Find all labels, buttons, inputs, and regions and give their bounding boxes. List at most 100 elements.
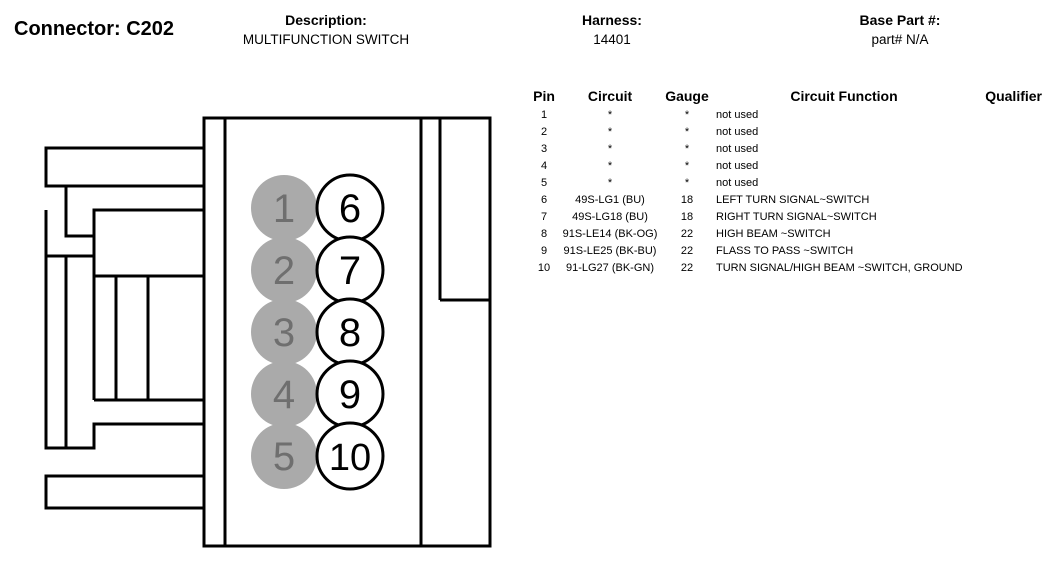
cell-qualifier (972, 123, 1042, 140)
base-part-label: Base Part #: (859, 12, 941, 28)
pin-10: 10 (315, 421, 385, 491)
table-row: 8 91S-LE14 (BK-OG) 22 HIGH BEAM ~SWITCH (530, 225, 1042, 242)
description-label: Description: (285, 12, 367, 28)
cell-circuit: 91S-LE14 (BK-OG) (562, 227, 658, 240)
pin-9: 9 (315, 359, 385, 429)
latch-bottom-inner (64, 420, 204, 450)
cell-circuit: 91-LG27 (BK-GN) (565, 261, 655, 274)
pin-number: 9 (339, 373, 361, 417)
pin-number: 2 (273, 249, 295, 293)
cell-function: FLASS TO PASS ~SWITCH (716, 244, 854, 257)
cell-gauge: * (684, 176, 690, 189)
cell-pin: 2 (540, 125, 548, 138)
cell-gauge: 22 (680, 261, 694, 274)
cell-circuit: * (607, 176, 613, 189)
header-circuit: Circuit (587, 88, 633, 104)
pin-circle (251, 175, 317, 241)
pin-circle (251, 423, 317, 489)
cell-qualifier (972, 140, 1042, 157)
cell-pin: 1 (540, 108, 548, 121)
header-gauge: Gauge (665, 88, 709, 104)
cell-pin: 5 (540, 176, 548, 189)
pin-1: 1 (251, 175, 317, 241)
harness-label: Harness: (582, 12, 642, 28)
cell-function: RIGHT TURN SIGNAL~SWITCH (716, 210, 877, 223)
cell-pin: 6 (540, 193, 548, 206)
cell-qualifier (972, 191, 1042, 208)
pin-7: 7 (315, 235, 385, 305)
latch-top-arm (44, 146, 204, 188)
pin-number: 1 (273, 187, 295, 231)
cell-pin: 3 (540, 142, 548, 155)
pin-number: 8 (339, 311, 361, 355)
header-function: Circuit Function (790, 88, 898, 104)
cell-qualifier (972, 106, 1042, 123)
cell-circuit: 91S-LE25 (BK-BU) (563, 244, 657, 257)
cell-pin: 10 (537, 261, 551, 274)
cell-pin: 8 (540, 227, 548, 240)
pin-number: 6 (339, 187, 361, 231)
table-row: 1 * * not used (530, 106, 1042, 123)
cell-function: not used (716, 176, 759, 189)
pin-6: 6 (315, 173, 385, 243)
cell-pin: 9 (540, 244, 548, 257)
cell-pin: 4 (540, 159, 548, 172)
description-value: MULTIFUNCTION SWITCH (242, 32, 410, 47)
cell-gauge: 22 (680, 227, 694, 240)
pin-circle (315, 421, 385, 491)
latch-top-inner (64, 186, 204, 238)
table-row: 4**not used (530, 157, 1042, 174)
pin-8: 8 (315, 297, 385, 367)
pin-circle (251, 361, 317, 427)
cell-circuit: * (607, 159, 613, 172)
pin-5: 5 (251, 423, 317, 489)
pin-table-body: 1 * * not used 2 * * not used 3 * * not used 4 * * not … (530, 106, 1042, 276)
cell-gauge: * (684, 125, 690, 138)
pin-table-header: Pin Circuit Gauge Circuit Function Quali… (530, 88, 1042, 106)
base-part-value: part# N/A (871, 32, 929, 47)
cell-circuit: 49S-LG18 (BU) (572, 210, 648, 223)
cell-function: TURN SIGNAL/HIGH BEAM ~SWITCH, GROUND (716, 261, 963, 274)
cell-circuit: 49S-LG1 (BU) (575, 193, 645, 206)
cell-function: not used (716, 108, 759, 121)
cell-gauge: 18 (680, 193, 694, 206)
pin-number: 5 (273, 435, 295, 479)
cell-qualifier (972, 157, 1042, 174)
cell-function: not used (716, 125, 759, 138)
pin-circle (251, 237, 317, 303)
table-row: 3**not used (530, 140, 1042, 157)
cell-gauge: * (684, 159, 690, 172)
cell-qualifier (972, 208, 1042, 225)
cell-function: LEFT TURN SIGNAL~SWITCH (716, 193, 870, 206)
pin-table: Pin Circuit Gauge Circuit Function Quali… (530, 88, 1042, 276)
cell-function: not used (716, 142, 759, 155)
harness-block: Harness: 14401 (552, 12, 672, 47)
description-block: Description: MULTIFUNCTION SWITCH (220, 12, 432, 47)
base-part-block: Base Part #: part# N/A (830, 12, 970, 47)
pin-number: 7 (339, 249, 361, 293)
connector-housing (44, 116, 492, 548)
cell-gauge: * (684, 108, 690, 121)
pin-number: 10 (329, 437, 371, 479)
latch-bottom-arm (44, 474, 204, 510)
cell-gauge: 22 (680, 244, 694, 257)
pin-2: 2 (251, 237, 317, 303)
cell-qualifier (972, 174, 1042, 191)
cell-qualifier (972, 225, 1042, 242)
table-row: 6 49S-LG1 (BU) 18 LEFT TURN SIGNAL~SWITCH (530, 191, 1042, 208)
latch-body-outer (44, 210, 66, 450)
cell-circuit: * (607, 108, 613, 121)
header-pin: Pin (533, 88, 555, 104)
pin-circle (251, 299, 317, 365)
cell-qualifier (972, 259, 1042, 276)
header-qualifier: Qualifier (985, 88, 1042, 104)
cell-gauge: 18 (680, 210, 694, 223)
cell-function: HIGH BEAM ~SWITCH (716, 227, 831, 240)
cell-circuit: * (607, 142, 613, 155)
cell-qualifier (972, 242, 1042, 259)
table-row: 2**not used (530, 123, 1042, 140)
harness-value: 14401 (593, 32, 631, 47)
table-row: 9 91S-LE25 (BK-BU) 22 FLASS TO PASS ~SWITCH (530, 242, 1042, 259)
